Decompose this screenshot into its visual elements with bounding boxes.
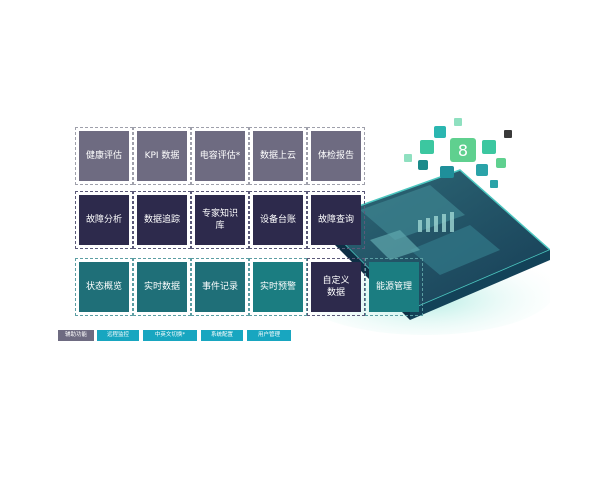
tile-label: 数据追踪 xyxy=(143,215,180,225)
tile-label: 健康评估 xyxy=(85,151,122,161)
tile-label: 体检报告 xyxy=(317,151,354,161)
tile-equipment-ledger[interactable]: 设备台账 xyxy=(249,191,307,249)
tile-label: 故障查询 xyxy=(317,215,354,225)
tile-label: 自定义 数据 xyxy=(322,276,350,298)
language-switch-button[interactable]: 中英文切换* xyxy=(143,330,197,341)
remote-monitoring-button[interactable]: 远程监控 xyxy=(97,330,139,341)
tile-label: 实时预警 xyxy=(259,282,296,292)
tile-capacitor-assessment[interactable]: 电容评估* xyxy=(191,127,249,185)
system-config-button[interactable]: 系统配置 xyxy=(201,330,243,341)
tile-realtime-warning[interactable]: 实时预警 xyxy=(249,258,307,316)
tile-kpi-data[interactable]: KPI 数据 xyxy=(133,127,191,185)
svg-text:8: 8 xyxy=(458,141,468,160)
tile-label: 电容评估* xyxy=(199,151,241,161)
tile-energy-management[interactable]: 能源管理 xyxy=(365,258,423,316)
tile-label: 实时数据 xyxy=(143,282,180,292)
tile-fault-query[interactable]: 故障查询 xyxy=(307,191,365,249)
tile-label: 设备台账 xyxy=(259,215,296,225)
user-management-button[interactable]: 用户管理 xyxy=(247,330,291,341)
tile-data-cloud[interactable]: 数据上云 xyxy=(249,127,307,185)
tile-label: 事件记录 xyxy=(201,282,238,292)
tile-expert-knowledge-base[interactable]: 专家知识 库 xyxy=(191,191,249,249)
aux-functions-label: 辅助功能 xyxy=(58,330,94,341)
tile-label: KPI 数据 xyxy=(144,151,180,161)
tile-label: 能源管理 xyxy=(375,282,412,292)
tile-fault-analysis[interactable]: 故障分析 xyxy=(75,191,133,249)
tile-status-overview[interactable]: 状态概览 xyxy=(75,258,133,316)
tile-event-log[interactable]: 事件记录 xyxy=(191,258,249,316)
tile-checkup-report[interactable]: 体检报告 xyxy=(307,127,365,185)
tile-custom-data[interactable]: 自定义 数据 xyxy=(307,258,365,316)
tile-label: 状态概览 xyxy=(85,282,122,292)
tile-data-tracking[interactable]: 数据追踪 xyxy=(133,191,191,249)
tile-health-assessment[interactable]: 健康评估 xyxy=(75,127,133,185)
tile-label: 故障分析 xyxy=(85,215,122,225)
tile-label: 数据上云 xyxy=(259,151,296,161)
tile-realtime-data[interactable]: 实时数据 xyxy=(133,258,191,316)
tile-label: 专家知识 库 xyxy=(201,209,238,231)
